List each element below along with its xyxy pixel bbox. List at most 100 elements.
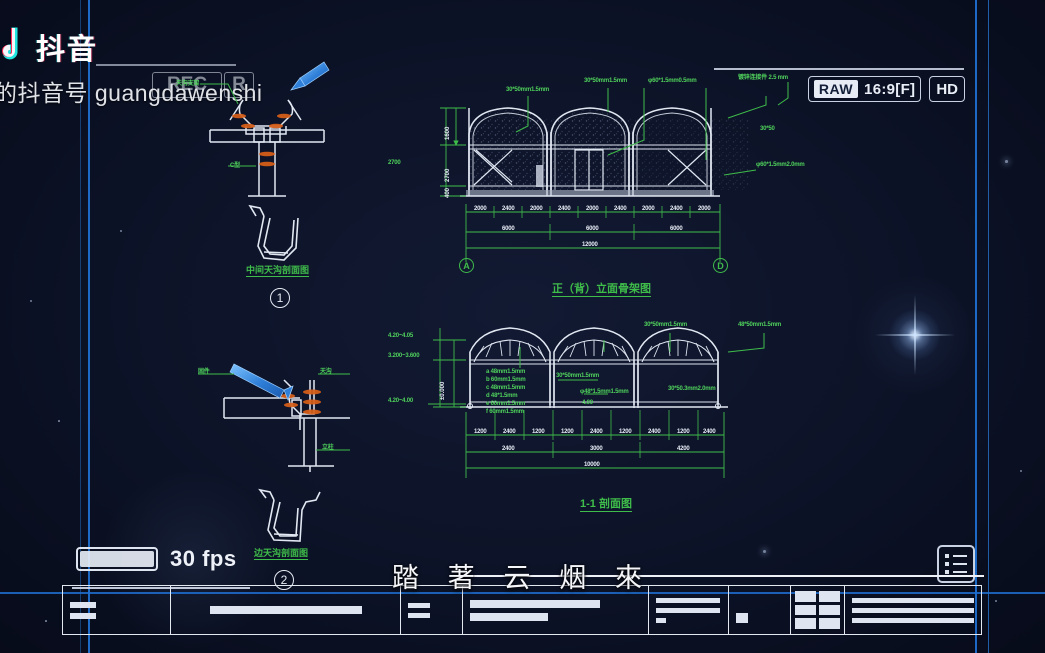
upper-vdim-1: 2700 [445, 168, 451, 182]
lower-dim-r1-8: 2400 [703, 429, 716, 435]
star [763, 550, 766, 553]
rec-ghost-box-1: REC [152, 72, 222, 98]
annotation-leaders [515, 82, 789, 176]
list-icon-row [945, 554, 967, 558]
upper-left-note: 2700 [388, 160, 401, 166]
foundation [460, 190, 720, 197]
lower-dim-r1-6: 2400 [648, 429, 661, 435]
rec-ghost-label-1: REC [152, 72, 222, 98]
list-icon-dot [945, 554, 949, 558]
star [1020, 470, 1022, 472]
title-block-cell [63, 586, 171, 634]
star [995, 600, 997, 602]
fps-label: 30 fps [170, 546, 237, 571]
tb-bar [852, 617, 974, 623]
spec-2: c 48mm1.5mm [486, 385, 526, 391]
star [120, 230, 122, 232]
detail-lower-label-2: 立柱 [322, 445, 334, 451]
title-block-cell [791, 586, 845, 634]
hud-tick-top-left [96, 64, 236, 66]
upper-drawing-title: 正（背）立面骨架图 [552, 283, 651, 297]
tb-bar [408, 602, 430, 608]
tb-bar [408, 612, 430, 618]
tb-grid-cell [819, 618, 840, 629]
upper-dim-r1-0: 2000 [474, 206, 487, 212]
star [1005, 160, 1008, 163]
tb-bar [736, 613, 748, 623]
aspect-ratio-label: 16:9[F] [864, 80, 916, 98]
title-block-frame [62, 585, 982, 635]
upper-label-4: 30*50 [760, 126, 775, 132]
raw-ratio-group[interactable]: RAW 16:9[F] [807, 76, 922, 102]
list-icon-dot [945, 570, 949, 574]
hd-badge[interactable]: HD [929, 76, 965, 102]
title-block-cell [463, 586, 649, 634]
title-block-cell [401, 586, 463, 634]
lower-dim-r1-0: 1200 [474, 429, 487, 435]
cad-text-layer: 30*50mm1.5mm 30*50mm1.5mm φ60*1.5mm0.5mm… [88, 0, 978, 653]
spec-0: a 48mm1.5mm [486, 369, 526, 375]
hud-tick-top-right [714, 68, 964, 70]
lower-dim-r1-7: 1200 [677, 429, 690, 435]
lower-drawing-title: 1-1 剖面图 [580, 498, 632, 512]
upper-label-5: φ60*1.5mm2.0mm [756, 162, 805, 168]
douyin-watermark: 抖音 [0, 26, 98, 68]
blue-pointer-arrow [290, 61, 330, 91]
tb-bar [70, 601, 96, 608]
tb-grid-cell [795, 604, 816, 616]
detail-lower-label-0: 固件 [198, 369, 210, 375]
hud-frame-line-left [88, 0, 90, 653]
upper-dim-r1-4: 2000 [586, 206, 599, 212]
upper-label-2: φ60*1.5mm0.5mm [648, 78, 697, 84]
lower-label-2: 30*50mm1.5mm [556, 373, 599, 379]
douyin-music-note-icon [0, 27, 30, 67]
tb-grid-cell [819, 591, 840, 602]
detail-gutter-center [200, 61, 330, 197]
tb-bar [852, 607, 974, 613]
upper-dim-r1-7: 2400 [670, 206, 683, 212]
detail-upper-label-0: 天沟支架 [176, 81, 200, 87]
tb-grid-cell [819, 604, 840, 616]
detail-2-marker: 2 [274, 570, 294, 590]
list-icon-dot [945, 562, 949, 566]
video-subtitle: 踏 著 云 烟 來 [392, 563, 653, 593]
title-block-cell [171, 586, 401, 634]
detail-gutter-edge [198, 363, 350, 472]
upper-dim-r1-5: 2400 [614, 206, 627, 212]
tb-grid-cell [795, 618, 816, 629]
lower-label-3: φ48*1.5mm1.5mm [580, 389, 629, 395]
purlin-lines [469, 144, 711, 187]
lower-label-0: 30*50mm1.5mm [644, 322, 687, 328]
upper-dim-r2-1: 6000 [586, 226, 599, 232]
fps-indicator-group: 30 fps [76, 546, 237, 572]
grid-bubble-a: A [459, 258, 474, 273]
lower-label-4: 30*50.3mm2.0mm [668, 386, 716, 392]
upper-dim-total: 12000 [582, 242, 598, 248]
cad-title-block [62, 575, 984, 635]
battery-fill [80, 551, 154, 567]
lower-dim-r2-2: 4200 [677, 446, 690, 452]
tb-bar [470, 599, 600, 608]
tb-bar [656, 617, 666, 623]
tb-bar [656, 597, 720, 603]
upper-label-1: 30*50mm1.5mm [584, 78, 627, 84]
lower-left-dim-1: 3.200~3.600 [388, 353, 420, 359]
truss-web [475, 340, 713, 359]
spec-1: b 60mm1.5mm [486, 377, 526, 383]
section-left-dims [428, 328, 466, 408]
list-menu-icon[interactable] [937, 545, 975, 583]
upper-dim-r1-3: 2400 [558, 206, 571, 212]
detail-lower-label-1: 天沟 [320, 369, 332, 375]
capture-format-badges: RAW 16:9[F] HD [807, 76, 965, 102]
list-icon-row [945, 570, 967, 574]
hud-frame-line-bottom [0, 592, 1045, 594]
tb-bar [470, 612, 548, 621]
lower-dim-total: 10000 [584, 462, 600, 468]
hud-frame-line-right-thin [988, 0, 989, 653]
wall-panel [536, 165, 543, 187]
grid-bubble-d: D [713, 258, 728, 273]
lower-label-5: 4.00 [582, 400, 593, 406]
section-columns [469, 352, 719, 408]
